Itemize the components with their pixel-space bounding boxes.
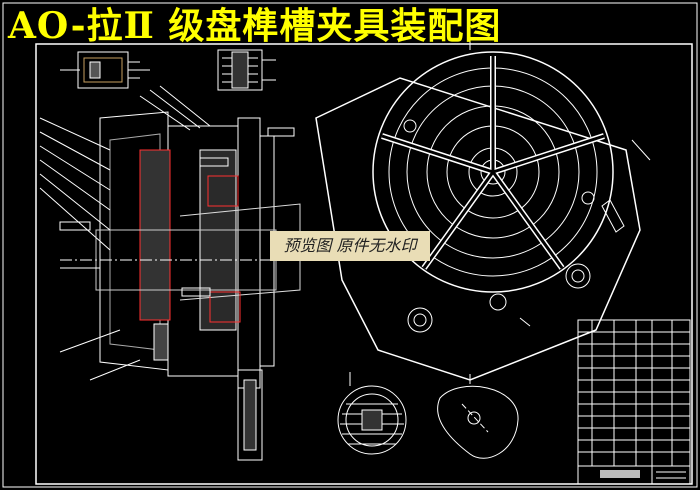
fixture-plan-view xyxy=(315,40,651,381)
section-view-cam xyxy=(437,374,519,459)
title-block xyxy=(577,319,691,485)
detail-view-left xyxy=(60,51,150,89)
drawing-title: AO-拉Ⅱ 级盘榫槽夹具装配图 xyxy=(8,5,502,47)
sectional-assembly-view xyxy=(39,85,320,461)
section-view-round xyxy=(337,372,407,455)
watermark-label: 预览图 原件无水印 xyxy=(270,231,430,261)
detail-view-right xyxy=(217,49,276,91)
